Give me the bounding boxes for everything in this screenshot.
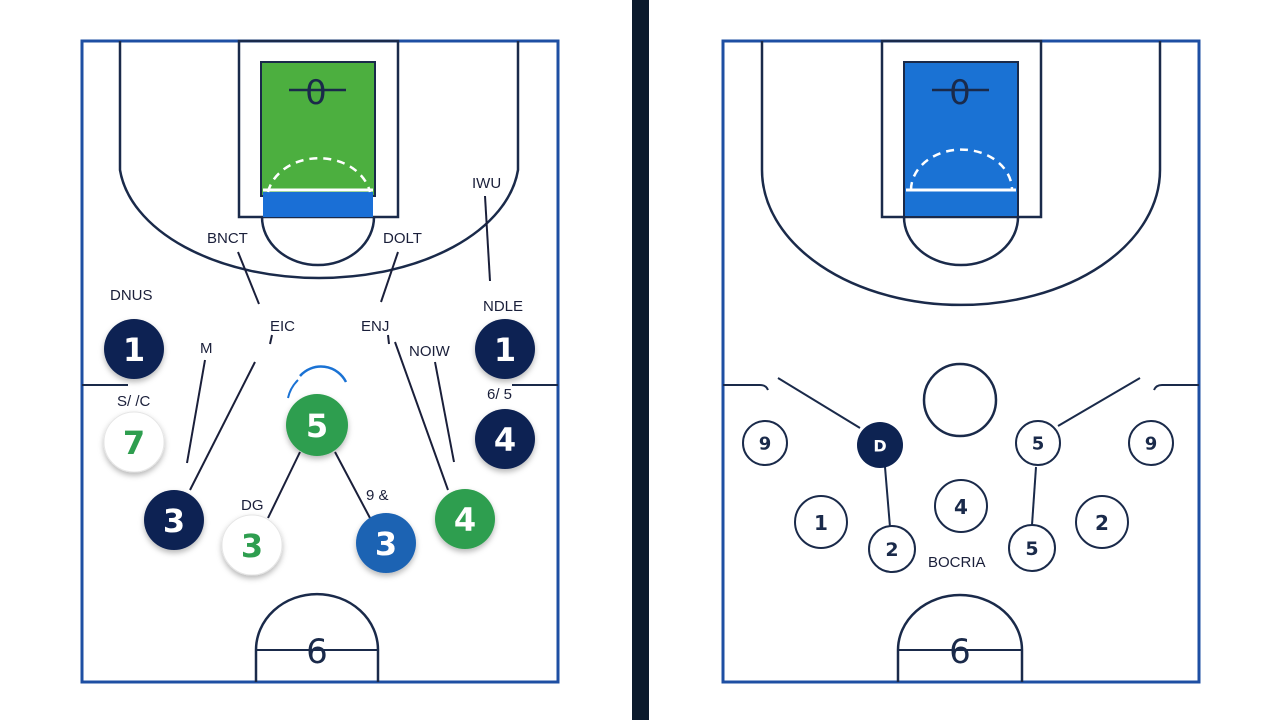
right-connector-lines	[777, 377, 1141, 528]
left-token: 5	[286, 394, 348, 456]
left-dashed-arc	[266, 156, 372, 193]
left-annotation: DG	[241, 497, 264, 514]
right-center-circle	[922, 362, 998, 438]
svg-text:5: 5	[1032, 434, 1045, 455]
svg-text:5: 5	[1025, 538, 1038, 560]
left-token: 4	[475, 409, 535, 469]
left-annotation: DOLT	[383, 230, 422, 247]
right-hoop-label: 0	[949, 73, 971, 113]
svg-text:3: 3	[163, 502, 185, 540]
right-bottom-label: 6	[949, 632, 971, 672]
left-annotation: NOIW	[409, 343, 451, 360]
left-decor-ring	[287, 379, 299, 399]
left-token: 3	[356, 513, 416, 573]
right-court: 0 6 BOCRIA 9 D 5	[721, 39, 1201, 684]
svg-text:7: 7	[123, 424, 145, 462]
right-bottom-arc	[896, 593, 1024, 682]
center-divider	[632, 0, 649, 720]
right-free-throw-circle	[902, 216, 1020, 267]
right-token: 5	[1008, 524, 1056, 572]
left-annotation: 6/ 5	[487, 386, 512, 403]
svg-text:1: 1	[814, 511, 828, 535]
left-annotation: M	[200, 340, 213, 357]
right-dashed-arc	[909, 148, 1014, 191]
left-token: 1	[104, 319, 164, 379]
left-token: 1	[475, 319, 535, 379]
left-paint-blue-block	[263, 192, 373, 217]
left-bottom-label: 6	[306, 632, 328, 672]
left-token: 4	[435, 489, 495, 549]
svg-text:D: D	[873, 437, 886, 456]
left-token: 3	[221, 514, 283, 576]
svg-text:5: 5	[306, 407, 328, 445]
left-annotation: BNCT	[207, 230, 248, 247]
left-free-throw-circle	[260, 216, 376, 267]
right-token: 1	[794, 495, 848, 549]
right-token: 9	[742, 420, 788, 466]
svg-text:3: 3	[241, 527, 263, 565]
left-decor-ring	[299, 365, 348, 383]
left-annotation: EIC	[270, 318, 295, 335]
right-midline-right	[1153, 384, 1199, 391]
svg-text:9: 9	[759, 434, 772, 455]
svg-text:9: 9	[1145, 434, 1158, 455]
left-court: 0 6 BNCT DOLT IWU DNUS NDLE M EIC E	[80, 39, 560, 684]
right-token: D	[857, 422, 903, 468]
right-token: 2	[1075, 495, 1129, 549]
svg-text:1: 1	[123, 331, 145, 369]
left-token: 7	[103, 411, 165, 473]
svg-text:2: 2	[885, 539, 898, 561]
left-annotation: NDLE	[483, 298, 523, 315]
right-token: 9	[1128, 420, 1174, 466]
left-hoop-label: 0	[305, 73, 327, 113]
right-three-point-arc	[760, 41, 1162, 307]
right-annotation: BOCRIA	[928, 554, 986, 571]
left-paint-green	[260, 61, 376, 197]
svg-text:3: 3	[375, 525, 397, 563]
left-three-point-arc	[118, 41, 520, 280]
right-token: 5	[1015, 420, 1061, 466]
left-annotation: 9 &	[366, 487, 389, 504]
left-annotation: DNUS	[110, 287, 153, 304]
left-annotation: IWU	[472, 175, 501, 192]
svg-text:4: 4	[454, 501, 476, 539]
left-annotation: S/ /C	[117, 393, 151, 410]
right-midline-left	[723, 384, 769, 391]
svg-text:2: 2	[1095, 511, 1109, 535]
right-token: 4	[934, 479, 988, 533]
svg-text:4: 4	[954, 495, 968, 519]
svg-text:4: 4	[494, 421, 516, 459]
left-pointer-lines	[186, 195, 491, 519]
left-bottom-arc	[254, 592, 380, 682]
svg-text:1: 1	[494, 331, 516, 369]
left-annotation: ENJ	[361, 318, 389, 335]
right-token: 2	[868, 525, 916, 573]
left-token: 3	[144, 490, 204, 550]
